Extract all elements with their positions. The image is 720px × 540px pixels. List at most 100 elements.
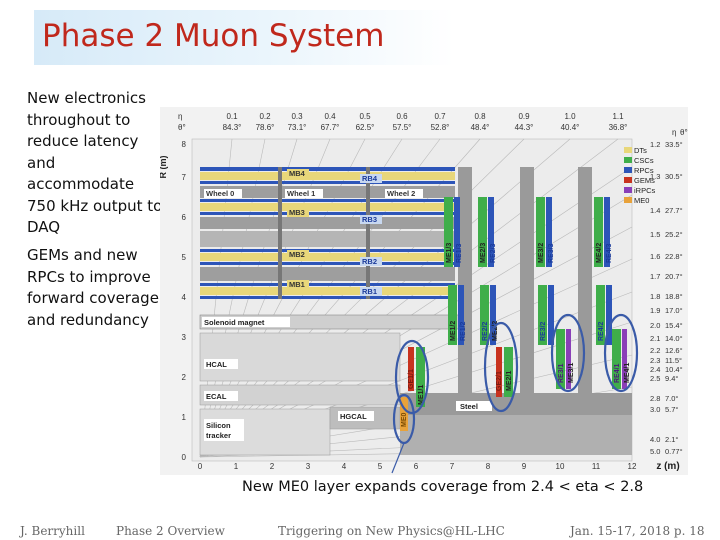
theta-right-label: 15.4° [665, 321, 683, 330]
theta-right-label: 10.4° [665, 365, 683, 374]
theta-right-label: 7.0° [665, 394, 678, 403]
eta-right-label: 2.2 [650, 346, 660, 355]
x-tick: 11 [592, 462, 601, 471]
station-label: MB1 [289, 280, 305, 289]
legend-swatch-gems [624, 177, 632, 183]
chamber-label: ME1/3 [446, 243, 453, 263]
eta-top-label: 0.1 [226, 112, 238, 121]
chamber-label: ME3/2 [538, 243, 545, 263]
eta-right-label: 1.6 [650, 252, 660, 261]
y-tick: 2 [182, 373, 187, 382]
theta-right-label: 25.2° [665, 230, 683, 239]
chamber-label: ME3/1 [568, 363, 575, 383]
theta-right-label: 14.0° [665, 334, 683, 343]
chamber-label: RE1/3 [456, 243, 463, 263]
legend-label: ME0 [634, 196, 649, 205]
y-tick: 6 [182, 213, 187, 222]
theta-right-label: 0.77° [665, 447, 683, 456]
y-tick: 5 [182, 253, 187, 262]
hcal-label-bg [204, 359, 238, 369]
theta-right-label: 18.8° [665, 292, 683, 301]
eta-right-header: η [672, 128, 676, 137]
eta-right-label: 1.2 [650, 140, 660, 149]
slide-title: Phase 2 Muon System [42, 18, 385, 54]
theta-top-label: 40.4° [561, 123, 580, 132]
eta-right-label: 2.4 [650, 365, 660, 374]
wheel-label: Wheel 1 [287, 189, 315, 198]
theta-right-label: 27.7° [665, 206, 683, 215]
highlight-ge21 [483, 321, 519, 413]
eta-right-label: 1.4 [650, 206, 660, 215]
barrel-labels: Wheel 0 Wheel 1 Wheel 2 MB4 RB4 MB3 RB3 … [204, 169, 423, 296]
eta-top-scale: 0.1 0.2 0.3 0.4 0.5 0.6 0.7 0.8 0.9 1.0 … [223, 112, 628, 132]
highlight-ellipses [392, 313, 639, 445]
chamber-label: RE4/2 [598, 321, 605, 341]
theta-right-header: θ° [680, 128, 688, 137]
theta-top-label: 44.3° [515, 123, 534, 132]
y-tick: 4 [182, 293, 187, 302]
eta-right-label: 2.0 [650, 321, 660, 330]
legend-label: iRPCs [634, 186, 656, 195]
station-label: RB4 [362, 174, 378, 183]
tracker-label: Silicon [206, 421, 231, 430]
chamber-label: RE4/1 [614, 363, 621, 383]
figure-caption: New ME0 layer expands coverage from 2.4 … [242, 479, 644, 495]
eta-right-label: 1.8 [650, 292, 660, 301]
legend: DTs CSCs RPCs GEMs iRPCs ME0 [624, 146, 656, 205]
y-tick: 8 [182, 140, 187, 149]
wheel-label: Wheel 0 [206, 189, 234, 198]
theta-top-label: 52.8° [431, 123, 450, 132]
eta-top-label: 0.5 [359, 112, 371, 121]
station-label: RB1 [362, 287, 377, 296]
highlight-re31 [550, 313, 586, 393]
theta-right-label: 5.7° [665, 405, 678, 414]
ecal-label-bg [204, 391, 238, 401]
chamber-label: GE2/1 [496, 371, 503, 391]
text-line: throughout to [27, 110, 131, 129]
legend-label: GEMs [634, 176, 655, 185]
eta-right-label: 2.8 [650, 394, 660, 403]
x-axis-ticks: 0 1 2 3 4 5 6 7 8 9 10 11 12 [198, 462, 637, 471]
x-tick: 9 [522, 462, 527, 471]
highlight-ge11 [394, 339, 430, 415]
footer-section: Phase 2 Overview [116, 524, 225, 538]
chamber-label: RE2/2 [482, 321, 489, 341]
paragraph-gems: GEMs and new RPCs to improve forward cov… [27, 245, 167, 331]
eta-top-label: 0.9 [518, 112, 530, 121]
chamber-label: ME2/2 [492, 321, 499, 341]
legend-swatch-cscs [624, 157, 632, 163]
endcap-chambers [400, 197, 627, 431]
eta-right-label: 2.5 [650, 374, 660, 383]
theta-top-label: 57.5° [393, 123, 412, 132]
y-tick: 1 [182, 413, 187, 422]
paragraph-electronics: New electronics throughout to reduce lat… [27, 88, 167, 239]
footer-author: J. Berryhill [20, 524, 85, 538]
text-line: and accommodate [27, 153, 135, 194]
y-tick: 7 [182, 173, 187, 182]
y-axis-label: R (m) [160, 156, 168, 179]
eta-right-label: 1.3 [650, 172, 660, 181]
legend-swatch-rpcs [624, 167, 632, 173]
x-tick: 5 [378, 462, 383, 471]
barrel-stations [200, 167, 455, 299]
chamber-label: ME2/1 [506, 371, 513, 391]
hgcal-label: HGCAL [340, 412, 367, 421]
legend-label: RPCs [634, 166, 654, 175]
eta-top-label: 1.0 [564, 112, 576, 121]
eta-right-label: 1.5 [650, 230, 660, 239]
hcal-label: HCAL [206, 360, 227, 369]
text-line: GEMs and new [27, 246, 138, 264]
x-tick: 10 [556, 462, 565, 471]
x-tick: 3 [306, 462, 311, 471]
eta-top-header: η [178, 112, 182, 121]
footer-event: Triggering on New Physics@HL-LHC [278, 524, 505, 538]
eta-top-label: 0.7 [434, 112, 446, 121]
theta-right-label: 2.1° [665, 435, 678, 444]
eta-right-label: 1.9 [650, 306, 660, 315]
endcap-labels: ME1/3 RE1/3 ME2/3 RE2/3 ME3/2 RE3/3 ME4/… [401, 243, 631, 427]
hcal-region [199, 332, 401, 382]
legend-swatch-dts [624, 147, 632, 153]
station-label: MB4 [289, 169, 306, 178]
theta-top-header: θ° [178, 123, 186, 132]
